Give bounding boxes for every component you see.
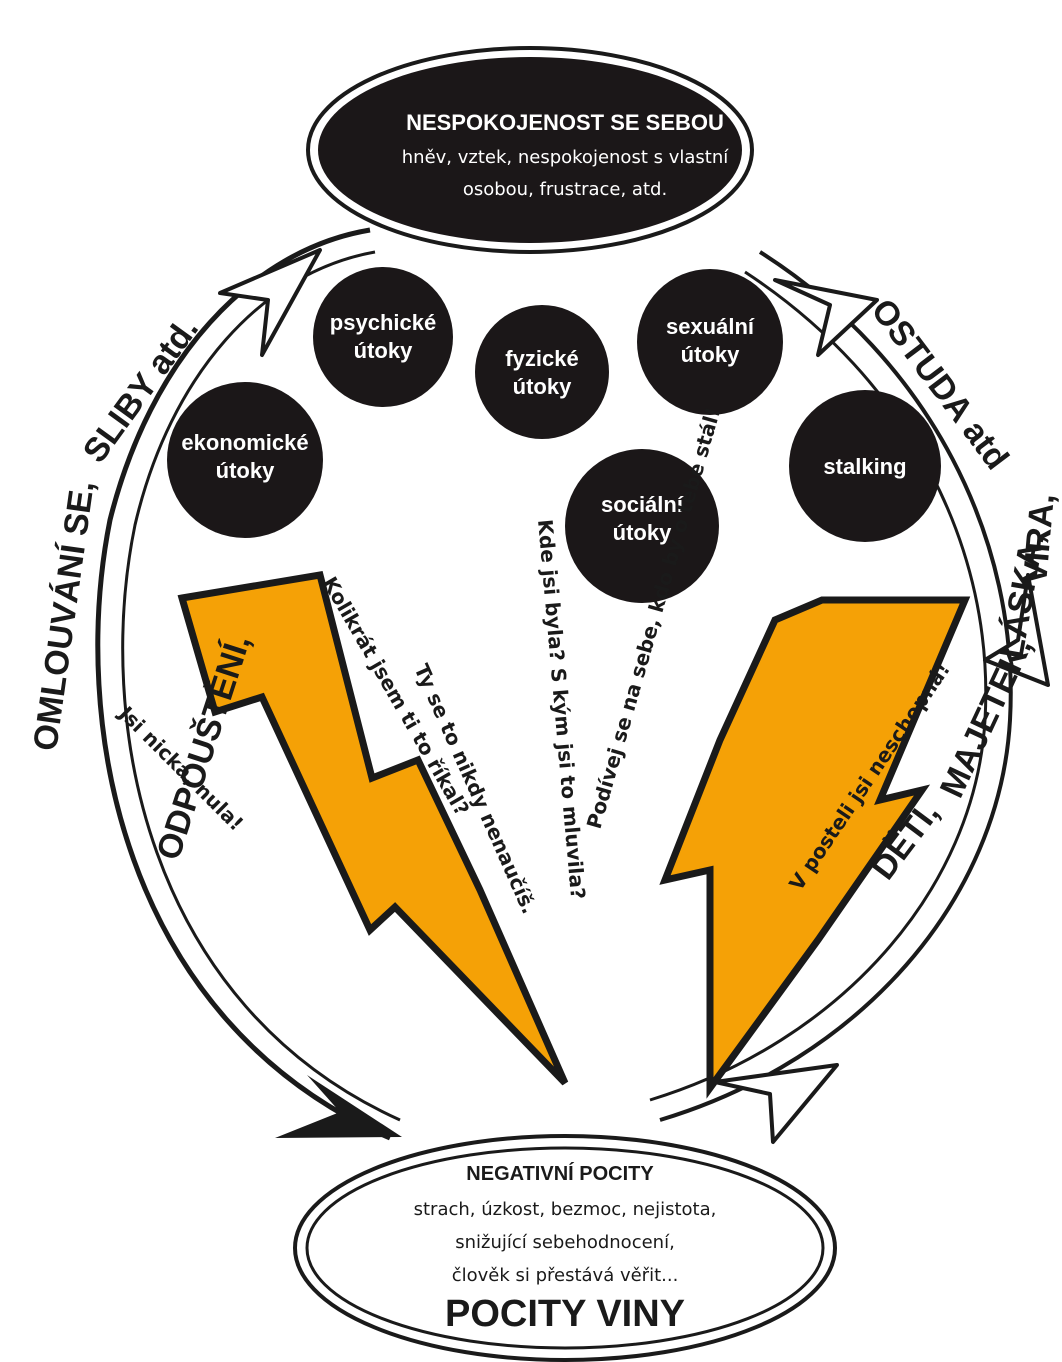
- right-arc-faith: VÍRA,: [1016, 492, 1062, 586]
- quote-kde-jsi-byla: Kde jsi byla? S kým jsi to mluvila?: [533, 518, 590, 900]
- top-node-line1: hněv, vztek, nespokojenost s vlastní: [402, 147, 729, 168]
- top-node: NESPOKOJENOST SE SEBOU hněv, vztek, nesp…: [306, 46, 754, 254]
- bottom-node-line3: člověk si přestává věřit...: [452, 1265, 679, 1286]
- attack-sexual-line2: útoky: [681, 342, 740, 367]
- top-node-title: NESPOKOJENOST SE SEBOU: [406, 110, 724, 135]
- attack-circle-economic: ekonomické útoky: [167, 382, 323, 538]
- attack-stalking-line1: stalking: [823, 454, 906, 479]
- left-up-arrowhead: [218, 248, 322, 357]
- bottom-node-line1: strach, úzkost, bezmoc, nejistota,: [414, 1199, 717, 1220]
- left-down-arrowhead: [275, 1075, 402, 1138]
- top-node-line2: osobou, frustrace, atd.: [463, 179, 667, 200]
- lightning-bolt-right: [659, 596, 971, 1099]
- attack-physical-line1: fyzické: [505, 346, 578, 371]
- lightning-bolt-left: [177, 571, 569, 1086]
- attack-psychological-line1: psychické: [330, 310, 436, 335]
- attack-circle-psychological: psychické útoky: [313, 267, 453, 407]
- attack-circle-physical: fyzické útoky: [475, 305, 609, 439]
- left-arc-apologizing: OMLOUVÁNÍ SE,: [26, 478, 101, 753]
- right-mid-arrowhead: [983, 573, 1050, 687]
- attack-physical-line2: útoky: [513, 374, 572, 399]
- bottom-node-title: NEGATIVNÍ POCITY: [466, 1162, 654, 1185]
- bottom-node-emphasis: POCITY VINY: [445, 1293, 685, 1335]
- attack-circle-social: sociální útoky: [565, 449, 719, 603]
- attack-social-line2: útoky: [613, 520, 672, 545]
- right-top-arrowhead: [773, 278, 879, 357]
- attack-economic-line1: ekonomické: [181, 430, 308, 455]
- left-cycle-arrow: [95, 227, 402, 1141]
- attack-economic-line2: útoky: [216, 458, 275, 483]
- attack-sexual-line1: sexuální: [666, 314, 755, 339]
- bottom-node-line2: snižující sebehodnocení,: [455, 1232, 675, 1253]
- bottom-node: NEGATIVNÍ POCITY strach, úzkost, bezmoc,…: [293, 1134, 837, 1362]
- attack-circle-stalking: stalking: [789, 390, 941, 542]
- attack-circle-sexual: sexuální útoky: [637, 269, 783, 415]
- attack-social-line1: sociální: [601, 492, 684, 517]
- right-bottom-arrowhead: [713, 1063, 839, 1144]
- attack-psychological-line2: útoky: [354, 338, 413, 363]
